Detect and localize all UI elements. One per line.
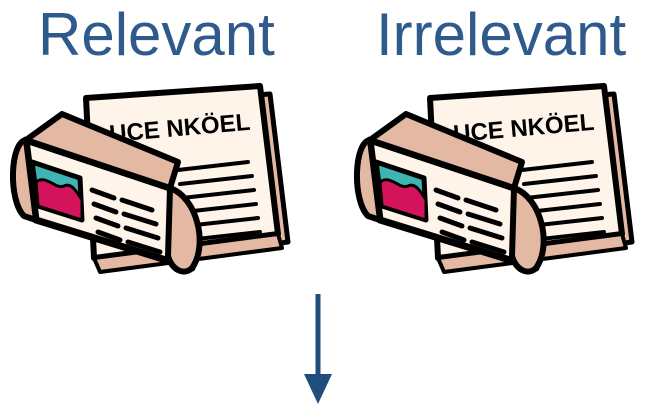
newspaper-icon: UCE NKÖEL (346, 70, 646, 290)
newspaper-icon: UCE NKÖEL (2, 70, 302, 290)
heading-irrelevant: Irrelevant (376, 1, 627, 68)
arrow-down-icon (304, 294, 332, 404)
heading-relevant: Relevant (38, 1, 275, 68)
